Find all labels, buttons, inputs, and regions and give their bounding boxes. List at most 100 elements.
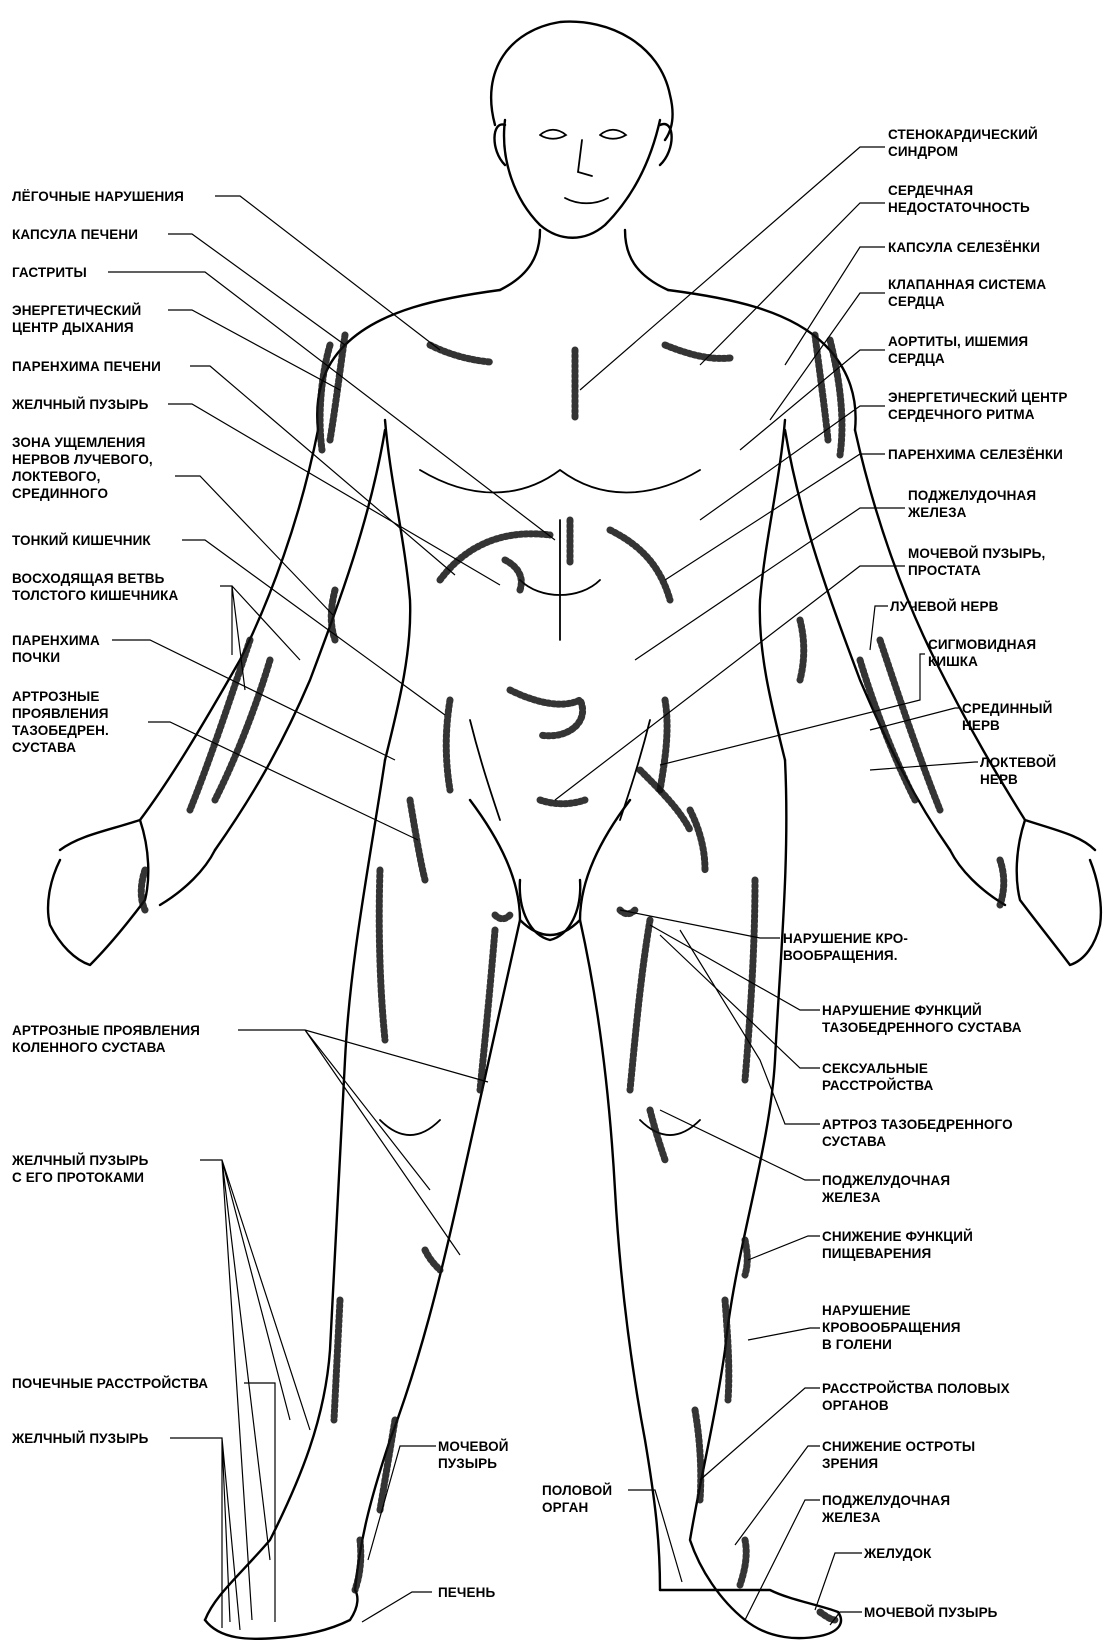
leader-l7	[175, 476, 333, 615]
left-foot	[205, 1590, 357, 1639]
left-knee	[380, 1120, 440, 1135]
leader-r21	[700, 1388, 820, 1480]
torso-right	[760, 420, 785, 760]
hair	[491, 22, 672, 140]
label-heart-rhythm-center: ЭНЕРГЕТИЧЕСКИЙ ЦЕНТР СЕРДЕЧНОГО РИТМА	[888, 389, 1067, 423]
label-circulation-disorder: НАРУШЕНИЕ КРО- ВООБРАЩЕНИЯ.	[783, 930, 908, 964]
leader-r1	[580, 147, 885, 390]
zone-right-shoulder	[815, 335, 842, 455]
label-heart-valves: КЛАПАННАЯ СИСТЕМА СЕРДЦА	[888, 276, 1046, 310]
right-ear	[660, 124, 672, 165]
zone-left-chest	[430, 345, 490, 362]
label-heart-failure: СЕРДЕЧНАЯ НЕДОСТАТОЧНОСТЬ	[888, 182, 1030, 216]
genitals	[520, 880, 580, 940]
label-liver-parenchyma: ПАРЕНХИМА ПЕЧЕНИ	[12, 358, 161, 375]
label-lung-disorders: ЛЁГОЧНЫЕ НАРУШЕНИЯ	[12, 188, 184, 205]
zone-right-toe	[820, 1612, 836, 1620]
torso-left	[385, 420, 410, 760]
left-hand	[48, 820, 215, 965]
right-foot	[660, 1590, 841, 1638]
label-spleen-capsule: КАПСУЛА СЕЛЕЗЁНКИ	[888, 239, 1040, 256]
zone-left-knee-spot	[425, 1250, 440, 1270]
zone-right-flank	[660, 700, 667, 790]
leader-r11	[660, 654, 925, 765]
label-shin-circulation: НАРУШЕНИЕ КРОВООБРАЩЕНИЯ В ГОЛЕНИ	[822, 1302, 961, 1353]
leader-r4	[770, 293, 885, 420]
leader-l3	[108, 272, 555, 540]
label-ascending-colon: ВОСХОДЯЩАЯ ВЕТВЬ ТОЛСТОГО КИШЕЧНИКА	[12, 570, 178, 604]
zone-spleen-arc	[610, 530, 670, 600]
label-bladder-foot: МОЧЕВОЙ ПУЗЫРЬ	[864, 1604, 998, 1621]
right-knee	[640, 1120, 700, 1135]
zone-liver-arc	[440, 534, 550, 580]
zone-left-wrist	[141, 870, 145, 910]
zone-right-thigh-inner	[630, 920, 650, 1090]
zone-left-shin	[334, 1300, 395, 1510]
label-bladder-bottom: МОЧЕВОЙ ПУЗЫРЬ	[438, 1438, 509, 1472]
label-pancreas-foot: ПОДЖЕЛУДОЧНАЯ ЖЕЛЕЗА	[822, 1492, 950, 1526]
label-radial-nerve: ЛУЧЕВОЙ НЕРВ	[890, 598, 998, 615]
label-small-intestine: ТОНКИЙ КИШЕЧНИК	[12, 532, 151, 549]
label-genital-disorders: РАССТРОЙСТВА ПОЛОВЫХ ОРГАНОВ	[822, 1380, 1010, 1414]
leader-l12	[238, 1030, 488, 1255]
leader-r20	[748, 1328, 820, 1340]
label-hip-arthrosis-right: АРТРОЗ ТАЗОБЕДРЕННОГО СУСТАВА	[822, 1116, 1013, 1150]
leader-r18	[660, 1110, 820, 1180]
zone-left-shoulder	[320, 335, 345, 450]
neck-right	[625, 230, 668, 290]
leader-r19	[748, 1236, 820, 1260]
neck-left	[500, 230, 540, 290]
head	[504, 120, 660, 238]
zone-left-ankle	[355, 1540, 361, 1590]
zone-gallbladder	[505, 560, 521, 590]
right-eye	[600, 130, 626, 139]
leader-r2	[700, 203, 885, 365]
label-stomach: ЖЕЛУДОК	[864, 1545, 931, 1562]
label-digestion-decline: СНИЖЕНИЕ ФУНКЦИЙ ПИЩЕВАРЕНИЯ	[822, 1228, 973, 1262]
leader-l1	[215, 196, 440, 350]
label-pancreas-upper: ПОДЖЕЛУДОЧНАЯ ЖЕЛЕЗА	[908, 487, 1036, 521]
leader-r22	[735, 1446, 820, 1545]
leader-l2	[168, 234, 345, 345]
mouth	[565, 198, 608, 203]
left-eye	[540, 130, 566, 139]
zone-left-flank	[446, 700, 450, 790]
left-arm-outer	[140, 430, 318, 820]
chest-line	[420, 470, 700, 493]
label-knee-arthrosis: АРТРОЗНЫЕ ПРОЯВЛЕНИЯ КОЛЕННОГО СУСТАВА	[12, 1022, 200, 1056]
label-liver-bottom: ПЕЧЕНЬ	[438, 1584, 495, 1601]
leader-r6	[700, 406, 885, 520]
label-spleen-parenchyma: ПАРЕНХИМА СЕЛЕЗЁНКИ	[888, 446, 1063, 463]
leader-l13	[200, 1160, 310, 1620]
label-sigmoid-colon: СИГМОВИДНАЯ КИШКА	[928, 636, 1036, 670]
label-kidney-disorders: ПОЧЕЧНЫЕ РАССТРОЙСТВА	[12, 1375, 208, 1392]
zone-right-ankle	[740, 1540, 746, 1585]
leader-l15	[170, 1438, 240, 1630]
abdomen-line	[520, 520, 600, 640]
zone-right-elbow	[800, 620, 804, 680]
label-bladder-prostate: МОЧЕВОЙ ПУЗЫРЬ, ПРОСТАТА	[908, 545, 1045, 579]
zone-left-thigh-outer	[379, 870, 385, 1040]
label-vision-decline: СНИЖЕНИЕ ОСТРОТЫ ЗРЕНИЯ	[822, 1438, 975, 1472]
zone-right-hip	[690, 810, 705, 870]
label-gastritis: ГАСТРИТЫ	[12, 264, 87, 281]
leader-r9	[555, 566, 905, 800]
leader-r7	[665, 454, 885, 580]
zone-left-groin-spot	[495, 915, 510, 919]
label-median-nerve: СРЕДИННЫЙ НЕРВ	[962, 700, 1052, 734]
label-pancreas-knee: ПОДЖЕЛУДОЧНАЯ ЖЕЛЕЗА	[822, 1172, 950, 1206]
zone-navel	[510, 690, 583, 736]
zones	[141, 335, 1004, 1620]
leader-b2	[362, 1592, 432, 1622]
label-hip-function-disorder: НАРУШЕНИЕ ФУНКЦИЙ ТАЗОБЕДРЕННОГО СУСТАВА	[822, 1002, 1022, 1036]
label-breathing-energy-center: ЭНЕРГЕТИЧЕСКИЙ ЦЕНТР ДЫХАНИЯ	[12, 302, 141, 336]
label-genital-organ: ПОЛОВОЙ ОРГАН	[542, 1482, 612, 1516]
label-nerve-pinch-zone: ЗОНА УЩЕМЛЕНИЯ НЕРВОВ ЛУЧЕВОГО, ЛОКТЕВОГ…	[12, 434, 153, 502]
label-sexual-disorders: СЕКСУАЛЬНЫЕ РАССТРОЙСТВА	[822, 1060, 933, 1094]
zone-bladder	[540, 800, 585, 804]
label-gallbladder-ducts: ЖЕЛЧНЫЙ ПУЗЫРЬ С ЕГО ПРОТОКАМИ	[12, 1152, 148, 1186]
label-ulnar-nerve: ЛОКТЕВОЙ НЕРВ	[980, 754, 1056, 788]
label-angina-syndrome: СТЕНОКАРДИЧЕСКИЙ СИНДРОМ	[888, 126, 1038, 160]
leader-r24	[815, 1553, 862, 1610]
right-hand	[950, 820, 1101, 965]
